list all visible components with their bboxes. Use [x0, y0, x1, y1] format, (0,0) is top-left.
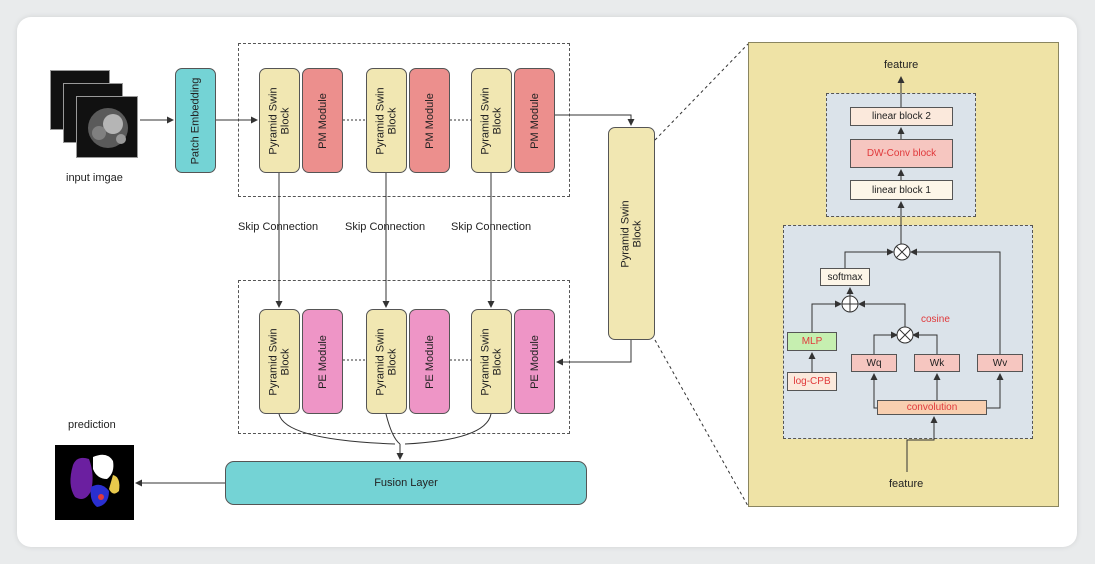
- mlp-box: MLP: [787, 332, 837, 351]
- feature-bottom-label: feature: [889, 478, 924, 490]
- softmax-to-multiply-arrow: [844, 248, 894, 268]
- linear-block-1: linear block 1: [850, 180, 953, 200]
- cosine-operator-icon: [896, 326, 914, 344]
- cardiac-slice-icon: [88, 108, 128, 148]
- decoder-to-fusion-curve-3: [404, 413, 492, 445]
- encoder-swin-block-1: Pyramid Swin Block: [259, 68, 300, 173]
- cosine-label: cosine: [921, 314, 950, 325]
- wk-box: Wk: [914, 354, 960, 372]
- wv-to-multiply-arrow: [910, 248, 1001, 354]
- linear-block-2: linear block 2: [850, 107, 953, 126]
- skip-connection-label-2: Skip Connection: [345, 221, 426, 233]
- fusion-layer: Fusion Layer: [225, 461, 587, 505]
- softmax-box: softmax: [820, 268, 870, 286]
- zoom-line-top: [654, 43, 749, 141]
- wv-box: Wv: [977, 354, 1023, 372]
- decoder-swin-block-3: Pyramid Swin Block: [471, 309, 512, 414]
- wq-to-cosine-arrow: [873, 331, 898, 354]
- input-image-stack: [50, 70, 142, 160]
- dw-conv-block: DW-Conv block: [850, 139, 953, 168]
- decoder-to-fusion-curve-1: [278, 413, 396, 445]
- input-slice-3: [76, 96, 138, 158]
- feature-top-label: feature: [884, 59, 919, 71]
- multiply-operator-icon: [893, 243, 911, 261]
- encoder-swin-block-3: Pyramid Swin Block: [471, 68, 512, 173]
- bottleneck-to-decoder-arrow: [556, 340, 632, 366]
- decoder-to-fusion-curve-2: [385, 413, 401, 445]
- prediction-mask-image: [55, 445, 134, 520]
- conv-to-wq-arrow: [870, 373, 878, 409]
- skip-connection-label-1: Skip Connection: [238, 221, 319, 233]
- add-operator-icon: [841, 295, 859, 313]
- encoder-pm-module-3: PM Module: [514, 68, 555, 173]
- convolution-box: convolution: [877, 400, 987, 415]
- decoder-pe-module-2: PE Module: [409, 309, 450, 414]
- decoder-swin-block-1: Pyramid Swin Block: [259, 309, 300, 414]
- prediction-label: prediction: [68, 419, 116, 431]
- decoder-pe-module-1: PE Module: [302, 309, 343, 414]
- bottleneck-swin-block: Pyramid Swin Block: [608, 127, 655, 340]
- fusion-layer-label: Fusion Layer: [374, 477, 438, 489]
- wq-box: Wq: [851, 354, 897, 372]
- encoder-pm-module-1: PM Module: [302, 68, 343, 173]
- segmentation-mask-icon: [70, 454, 120, 507]
- patch-embedding-block: Patch Embedding: [175, 68, 216, 173]
- encoder-swin-block-2: Pyramid Swin Block: [366, 68, 407, 173]
- cosine-to-add-arrow: [858, 300, 906, 327]
- encoder-to-bottleneck-arrow: [555, 114, 635, 126]
- decoder-pe-module-3: PE Module: [514, 309, 555, 414]
- encoder-pm-module-2: PM Module: [409, 68, 450, 173]
- decoder-swin-block-2: Pyramid Swin Block: [366, 309, 407, 414]
- wk-to-cosine-arrow: [912, 331, 938, 354]
- conv-to-wv-arrow: [987, 373, 1004, 409]
- log-cpb-box: log-CPB: [787, 372, 837, 391]
- zoom-line-bottom: [654, 339, 749, 507]
- decoder-group: [238, 280, 570, 434]
- feature-bottom-to-conv-arrow: [906, 416, 938, 472]
- mlp-to-add-arrow: [811, 300, 842, 332]
- input-image-label: input imgae: [66, 172, 123, 184]
